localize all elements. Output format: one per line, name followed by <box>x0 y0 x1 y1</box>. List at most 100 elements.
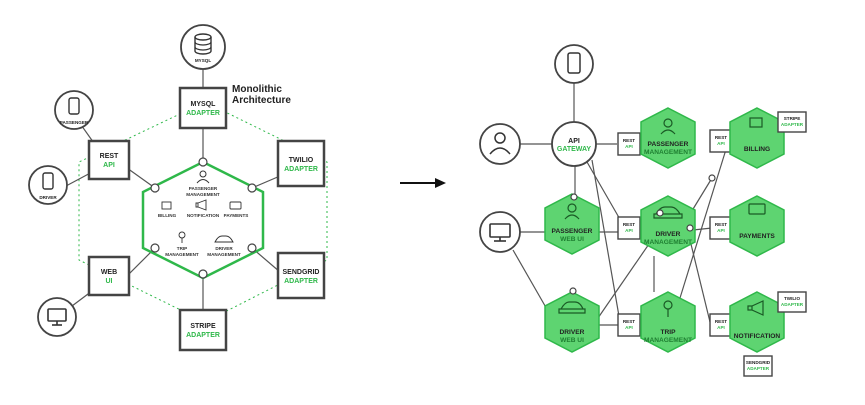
svg-text:DRIVER: DRIVER <box>656 231 681 238</box>
rest-api-driver: REST API <box>617 216 641 240</box>
svg-text:API: API <box>717 228 725 233</box>
rest-api-passenger: REST API <box>617 132 641 156</box>
svg-text:UI: UI <box>106 278 113 285</box>
svg-text:REST: REST <box>623 138 635 143</box>
svg-text:API: API <box>625 228 633 233</box>
svg-text:PASSENGER: PASSENGER <box>189 186 218 191</box>
mysql-database: MYSQL <box>180 24 226 70</box>
svg-text:SENDGRID: SENDGRID <box>283 269 320 276</box>
svg-text:API: API <box>717 325 725 330</box>
svg-text:MANAGEMENT: MANAGEMENT <box>644 149 692 156</box>
svg-text:API: API <box>717 141 725 146</box>
monitor-icon <box>47 308 67 326</box>
svg-text:REST: REST <box>100 153 119 160</box>
svg-text:ADAPTER: ADAPTER <box>781 122 804 127</box>
billing-icon <box>749 117 763 128</box>
svg-text:MANAGEMENT: MANAGEMENT <box>207 252 241 257</box>
car-icon <box>214 235 234 243</box>
svg-text:DRIVER: DRIVER <box>215 246 233 251</box>
mysql-adapter-label: MYSQL <box>191 101 217 108</box>
svg-text:WEB UI: WEB UI <box>560 337 584 344</box>
transition-arrow <box>400 178 446 188</box>
service-driver-management: DRIVER MANAGEMENT <box>640 195 696 257</box>
svg-text:TRIP: TRIP <box>177 246 187 251</box>
monolith-title-line2: Architecture <box>232 95 291 106</box>
pin-icon <box>178 231 186 243</box>
svg-text:TWILIO: TWILIO <box>289 157 314 164</box>
monolith-title-line1: Monolithic <box>232 84 282 95</box>
svg-text:STRIPE: STRIPE <box>784 116 801 121</box>
svg-text:ADAPTER: ADAPTER <box>284 166 318 173</box>
user-icon <box>489 132 511 155</box>
svg-text:PAYMENTS: PAYMENTS <box>739 233 775 240</box>
user-icon <box>564 203 580 220</box>
module-driver-management: DRIVER MANAGEMENT <box>207 235 241 257</box>
svg-text:REST: REST <box>715 222 727 227</box>
service-links <box>512 82 752 326</box>
svg-text:DRIVER: DRIVER <box>560 329 585 336</box>
user-client <box>479 123 521 165</box>
svg-text:WEB UI: WEB UI <box>560 236 584 243</box>
module-passenger-management: PASSENGER MANAGEMENT <box>186 170 220 197</box>
monolith-web-ui: WEB UI <box>87 255 131 297</box>
svg-text:PAYMENTS: PAYMENTS <box>224 213 249 218</box>
svg-text:SENDGRID: SENDGRID <box>746 360 771 365</box>
megaphone-icon <box>747 300 764 316</box>
rest-api-billing: REST API <box>709 129 733 153</box>
pin-icon <box>663 300 673 317</box>
svg-text:NOTIFICATION: NOTIFICATION <box>734 333 781 340</box>
service-billing: BILLING <box>729 107 785 169</box>
svg-text:REST: REST <box>623 319 635 324</box>
microservices-panel: API GATEWAY REST API REST API REST API R… <box>479 44 807 377</box>
phone-icon <box>567 52 581 74</box>
svg-text:MANAGEMENT: MANAGEMENT <box>644 337 692 344</box>
card-icon <box>229 201 242 210</box>
monolith-panel: MYSQL MYSQL ADAPTER Monolithic Architect… <box>28 24 328 352</box>
monolith-stripe-adapter: STRIPE ADAPTER <box>178 308 228 352</box>
sendgrid-adapter: SENDGRID ADAPTER <box>743 355 773 377</box>
svg-text:MANAGEMENT: MANAGEMENT <box>165 252 199 257</box>
service-trip-management: TRIP MANAGEMENT <box>640 291 696 353</box>
api-gateway-sub: GATEWAY <box>557 146 592 153</box>
api-gateway: API GATEWAY <box>551 121 597 167</box>
svg-text:TWILIO: TWILIO <box>784 296 801 301</box>
stripe-adapter: STRIPE ADAPTER <box>777 111 807 133</box>
module-trip-management: TRIP MANAGEMENT <box>165 231 199 257</box>
svg-text:ADAPTER: ADAPTER <box>747 366 770 371</box>
svg-text:API: API <box>625 325 633 330</box>
svg-text:REST: REST <box>715 319 727 324</box>
svg-text:BILLING: BILLING <box>158 213 177 218</box>
svg-text:MANAGEMENT: MANAGEMENT <box>644 239 692 246</box>
user-icon <box>660 118 676 135</box>
monitor-icon <box>489 223 511 242</box>
car-icon <box>558 301 586 314</box>
rest-api-trip: REST API <box>617 313 641 337</box>
svg-text:API: API <box>625 144 633 149</box>
user-icon <box>196 170 210 184</box>
rest-api-payments: REST API <box>709 216 733 240</box>
api-gateway-label: API <box>568 138 580 145</box>
svg-text:NOTIFICATION: NOTIFICATION <box>187 213 220 218</box>
svg-text:PASSENGER: PASSENGER <box>648 141 689 148</box>
svg-text:REST: REST <box>623 222 635 227</box>
svg-text:BILLING: BILLING <box>744 146 770 153</box>
desktop-client <box>479 211 521 253</box>
service-payments: PAYMENTS <box>729 195 785 257</box>
driver-client: DRIVER <box>28 165 68 205</box>
svg-text:WEB: WEB <box>101 269 117 276</box>
mysql-adapter-sub: ADAPTER <box>186 110 220 117</box>
rest-api-notification: REST API <box>709 313 733 337</box>
svg-text:MANAGEMENT: MANAGEMENT <box>186 192 220 197</box>
svg-text:STRIPE: STRIPE <box>190 323 216 330</box>
svg-text:TRIP: TRIP <box>660 329 676 336</box>
svg-text:REST: REST <box>715 135 727 140</box>
driver-client-label: DRIVER <box>39 195 57 200</box>
svg-text:PASSENGER: PASSENGER <box>552 228 593 235</box>
phone-icon <box>42 172 54 190</box>
mobile-client <box>554 44 594 84</box>
monolith-rest-api: REST API <box>87 139 131 181</box>
service-passenger-management: PASSENGER MANAGEMENT <box>640 107 696 169</box>
svg-text:ADAPTER: ADAPTER <box>186 332 220 339</box>
database-icon <box>194 33 212 55</box>
